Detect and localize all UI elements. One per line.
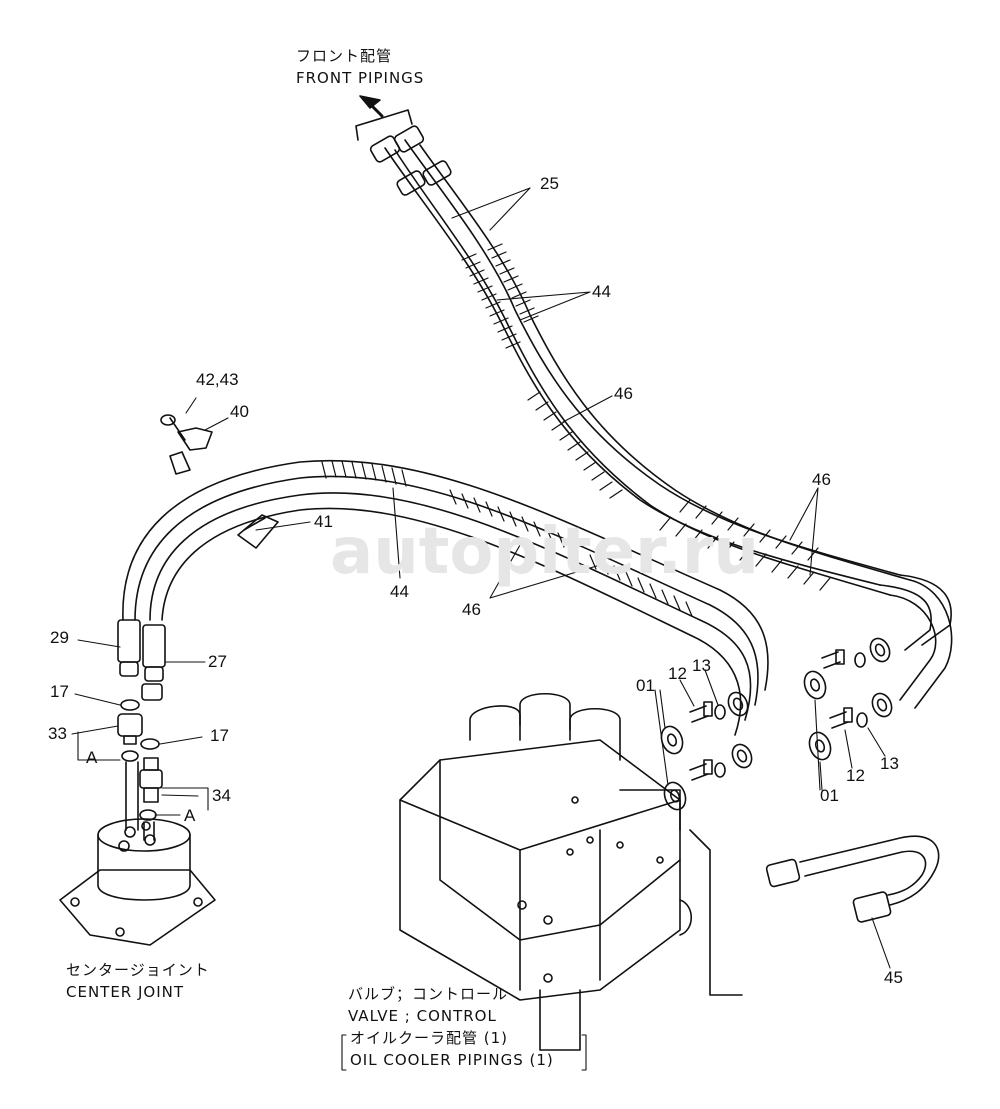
- callout-01-right: 01: [820, 786, 839, 805]
- callout-25: 25: [540, 174, 559, 193]
- flanges: [660, 649, 868, 811]
- center-joint-en: CENTER JOINT: [66, 983, 185, 1001]
- center-joint-jp: センタージョイント: [66, 961, 210, 979]
- hose-45: [765, 835, 940, 923]
- callout-12-left: 12: [668, 664, 687, 683]
- oil-cooler-en: OIL COOLER PIPINGS (1): [350, 1051, 554, 1069]
- leader-lines: [71, 187, 891, 969]
- lower-hose-pair: [117, 459, 769, 769]
- callout-33: 33: [48, 724, 67, 743]
- callout-40: 40: [230, 402, 249, 421]
- callout-44-lower: 44: [390, 582, 409, 601]
- front-arrow: [355, 95, 413, 141]
- valve-control-en: VALVE ; CONTROL: [348, 1007, 497, 1025]
- callout-17-upper: 17: [50, 682, 69, 701]
- front-pipings-jp: フロント配管: [296, 47, 393, 65]
- upper-hose-pair: [369, 125, 953, 718]
- watermark: autopiter.ru: [330, 515, 759, 589]
- oil-cooler-jp: オイルクーラ配管 (1): [350, 1029, 509, 1047]
- callout-01-left: 01: [636, 676, 655, 695]
- control-valve: [399, 693, 743, 1051]
- callout-13-left: 13: [692, 656, 711, 675]
- front-pipings-en: FRONT PIPINGS: [296, 69, 425, 87]
- callout-44-upper: 44: [592, 282, 611, 301]
- callout-13-right: 13: [880, 754, 899, 773]
- callout-42-43: 42,43: [196, 370, 239, 389]
- callout-45: 45: [884, 968, 903, 987]
- callout-46-right: 46: [812, 470, 831, 489]
- valve-control-jp: バルブ；コントロール: [348, 985, 509, 1003]
- callout-A-lower: A: [184, 806, 196, 825]
- callout-17-lower: 17: [210, 726, 229, 745]
- center-joint: [59, 818, 216, 946]
- callout-46-upper: 46: [614, 384, 633, 403]
- callout-29: 29: [50, 628, 69, 647]
- callout-A-upper: A: [86, 748, 98, 767]
- callout-12-right: 12: [846, 766, 865, 785]
- clamp-parts: [160, 414, 279, 549]
- callout-46-lower: 46: [462, 600, 481, 619]
- callout-41: 41: [314, 512, 333, 531]
- callout-34: 34: [212, 786, 231, 805]
- caption-bracket: [341, 1034, 587, 1071]
- callout-27: 27: [208, 652, 227, 671]
